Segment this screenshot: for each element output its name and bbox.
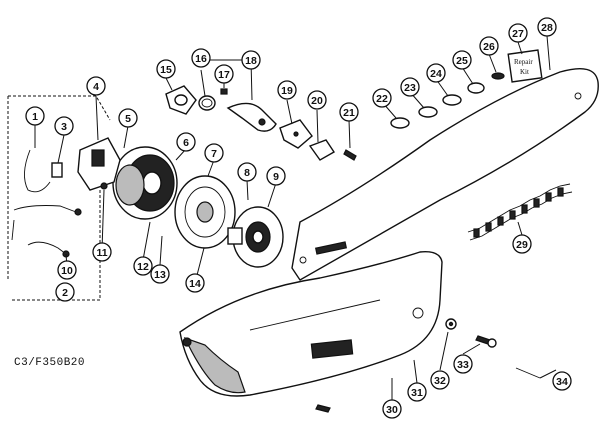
svg-text:11: 11 xyxy=(96,247,107,259)
repair-kit-card: Repair Kit xyxy=(507,49,543,83)
ignition-module xyxy=(51,137,121,191)
callout-20: 20 xyxy=(307,90,327,110)
callout-33: 33 xyxy=(453,354,473,374)
callout-26: 26 xyxy=(479,36,499,56)
svg-text:30: 30 xyxy=(386,404,398,416)
callout-11: 11 xyxy=(92,242,112,262)
svg-text:25: 25 xyxy=(456,55,468,67)
svg-text:13: 13 xyxy=(154,269,166,281)
callout-28: 28 xyxy=(537,17,557,37)
svg-text:17: 17 xyxy=(218,69,230,81)
callout-31: 31 xyxy=(407,382,427,402)
callout-24: 24 xyxy=(426,63,446,83)
svg-text:1: 1 xyxy=(32,111,38,123)
svg-text:32: 32 xyxy=(434,375,446,387)
svg-text:16: 16 xyxy=(195,53,207,65)
callout-16: 16 xyxy=(191,48,211,68)
saw-chain xyxy=(467,183,573,241)
cover-plate xyxy=(165,85,228,115)
tensioner-parts xyxy=(390,72,505,129)
oil-pump-arm xyxy=(226,102,277,132)
svg-text:8: 8 xyxy=(244,167,250,179)
svg-text:12: 12 xyxy=(137,261,149,273)
callout-30: 30 xyxy=(382,399,402,419)
oil-pump-parts xyxy=(279,119,357,161)
svg-text:28: 28 xyxy=(541,22,553,34)
svg-text:27: 27 xyxy=(512,28,524,40)
callout-14: 14 xyxy=(185,273,205,293)
callout-19: 19 xyxy=(277,80,297,100)
guide-bar xyxy=(291,68,599,281)
callout-27: 27 xyxy=(508,23,528,43)
callout-3: 3 xyxy=(54,116,74,136)
svg-text:14: 14 xyxy=(189,278,201,290)
fasteners xyxy=(315,318,541,413)
callout-29: 29 xyxy=(512,234,532,254)
svg-text:26: 26 xyxy=(483,41,495,53)
svg-text:24: 24 xyxy=(430,68,442,80)
callout-10: 10 xyxy=(57,260,77,280)
clutch-assembly xyxy=(227,206,284,268)
callout-22: 22 xyxy=(372,88,392,108)
callout-23: 23 xyxy=(400,77,420,97)
callout-34: 34 xyxy=(552,371,572,391)
svg-text:10: 10 xyxy=(61,265,73,277)
repair-kit-label-line2: Kit xyxy=(520,68,529,76)
svg-text:34: 34 xyxy=(556,376,568,388)
svg-text:2: 2 xyxy=(62,287,68,299)
svg-text:9: 9 xyxy=(273,171,279,183)
svg-text:15: 15 xyxy=(160,64,172,76)
callout-4: 4 xyxy=(86,76,106,96)
svg-text:29: 29 xyxy=(516,239,528,251)
callout-7: 7 xyxy=(204,143,224,163)
ignition-wires xyxy=(11,149,82,258)
svg-text:23: 23 xyxy=(404,82,416,94)
callouts: 1 2 3 4 5 6 7 8 9 10 11 12 13 14 15 16 1… xyxy=(25,17,572,419)
callout-25: 25 xyxy=(452,50,472,70)
callout-8: 8 xyxy=(237,162,257,182)
callout-6: 6 xyxy=(176,132,196,152)
svg-text:18: 18 xyxy=(245,55,257,67)
callout-13: 13 xyxy=(150,264,170,284)
repair-kit-label-line1: Repair xyxy=(514,58,533,66)
svg-text:19: 19 xyxy=(281,85,293,97)
callout-18: 18 xyxy=(241,50,261,70)
svg-text:21: 21 xyxy=(343,107,355,119)
callout-17: 17 xyxy=(214,64,234,84)
svg-text:5: 5 xyxy=(125,113,131,125)
chain-guard-housing xyxy=(179,251,443,397)
svg-text:22: 22 xyxy=(376,93,388,105)
callout-2: 2 xyxy=(55,282,75,302)
svg-text:20: 20 xyxy=(311,95,323,107)
callout-1: 1 xyxy=(25,106,45,126)
callout-15: 15 xyxy=(156,59,176,79)
callout-32: 32 xyxy=(430,370,450,390)
svg-text:6: 6 xyxy=(183,137,189,149)
svg-text:31: 31 xyxy=(411,387,423,399)
svg-text:33: 33 xyxy=(457,359,469,371)
svg-text:3: 3 xyxy=(61,121,67,133)
diagram-caption: C3/F350B20 xyxy=(14,357,86,369)
callout-21: 21 xyxy=(339,102,359,122)
svg-text:4: 4 xyxy=(93,81,99,93)
flywheel xyxy=(112,146,178,220)
svg-text:7: 7 xyxy=(211,148,217,160)
callout-9: 9 xyxy=(266,166,286,186)
callout-5: 5 xyxy=(118,108,138,128)
callout-12: 12 xyxy=(133,256,153,276)
clutch-drum xyxy=(174,175,236,249)
